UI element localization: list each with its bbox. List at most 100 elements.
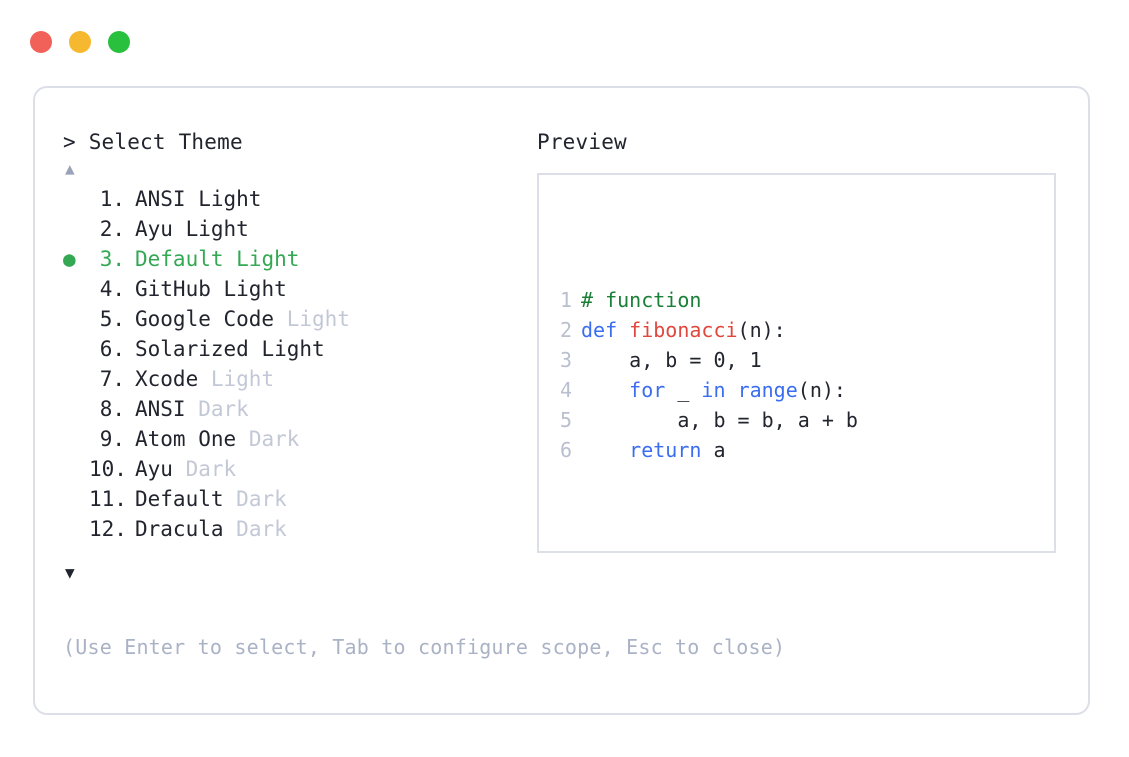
code-line-number: 4	[559, 378, 572, 402]
code-line: 4 for _ in range(n):	[550, 375, 1054, 405]
theme-item-variant: Light	[210, 367, 275, 391]
code-line: 5 a, b = b, a + b	[550, 405, 1054, 435]
selected-bullet-icon: ●	[63, 394, 89, 424]
selected-bullet-icon: ●	[63, 484, 89, 514]
code-line-number: 2	[559, 318, 572, 342]
scroll-up-icon[interactable]: ▲	[65, 159, 75, 178]
code-token	[581, 378, 629, 402]
theme-name-space	[224, 484, 237, 514]
theme-item-number: 10.	[89, 457, 127, 481]
theme-item-variant: Light	[185, 217, 249, 241]
theme-item-number: 11.	[89, 487, 127, 511]
selected-bullet-icon: ●	[63, 334, 89, 364]
minimize-button[interactable]	[69, 31, 91, 53]
code-token: def	[581, 318, 630, 342]
selected-bullet-icon: ●	[63, 214, 89, 244]
theme-item-name: Dracula	[135, 517, 224, 541]
code-line: 1# function	[550, 285, 1054, 315]
theme-list-item[interactable]: ●10.Ayu Dark	[63, 454, 533, 484]
theme-list-item[interactable]: ●3.Default Light	[63, 244, 533, 274]
theme-item-name: Default	[135, 487, 224, 511]
theme-list-item[interactable]: ●5.Google Code Light	[63, 304, 533, 334]
theme-item-name: Ayu	[135, 217, 173, 241]
theme-name-space	[274, 304, 287, 334]
theme-list-item[interactable]: ●8.ANSI Dark	[63, 394, 533, 424]
close-button[interactable]	[30, 31, 52, 53]
theme-item-variant: Light	[261, 337, 325, 361]
theme-item-name: ANSI	[135, 397, 186, 421]
code-token: (n):	[797, 378, 846, 402]
prompt-caret-icon: >	[63, 130, 76, 154]
prompt-header: > Select Theme	[63, 128, 533, 156]
code-line-number: 5	[559, 408, 572, 432]
code-token: 0	[713, 348, 726, 372]
theme-selector-column: > Select Theme ▲ ● 1. ANSI Light ● 2. Ayu Lig…	[63, 128, 533, 586]
code-line-number: 3	[559, 348, 572, 372]
page-title	[76, 130, 89, 154]
theme-item-variant: Dark	[248, 427, 300, 451]
selected-bullet-icon: ●	[63, 184, 89, 214]
preview-label: Preview	[537, 130, 627, 154]
window-controls	[30, 31, 130, 53]
code-token: ,	[725, 348, 750, 372]
keyboard-hint: (Use Enter to select, Tab to configure s…	[63, 635, 786, 659]
theme-item-variant: Dark	[236, 487, 287, 511]
theme-name-space	[198, 364, 211, 394]
theme-item-variant: Light	[223, 277, 287, 301]
code-token: a, b =	[581, 348, 714, 372]
theme-item-name: Atom One	[135, 427, 237, 451]
code-token	[726, 378, 738, 402]
scroll-down-icon[interactable]: ▼	[65, 563, 75, 582]
code-token: a	[701, 438, 726, 462]
theme-list-item[interactable]: ●11. Default Dark	[63, 484, 533, 514]
theme-item-variant: Dark	[236, 517, 287, 541]
theme-item-variant: Dark	[185, 457, 237, 481]
theme-name-space	[211, 274, 224, 304]
theme-name-space	[224, 244, 237, 274]
code-line: 2 def fibonacci(n):	[550, 315, 1054, 345]
theme-item-variant: Dark	[198, 397, 249, 421]
theme-list-item[interactable]: ●6.Solarized Light	[63, 334, 533, 364]
code-token: _	[665, 378, 702, 402]
code-line: 3 a, b = 0, 1	[550, 345, 1054, 375]
code-token	[581, 438, 629, 462]
code-token: range	[737, 378, 798, 402]
theme-item-number: 5.	[99, 307, 125, 331]
selected-bullet-icon: ●	[63, 514, 89, 544]
theme-item-number: 12.	[89, 517, 127, 541]
code-token: fibonacci	[629, 318, 738, 342]
selected-bullet-icon: ●	[63, 274, 89, 304]
theme-list: ●1.ANSI Light●2.Ayu Light●3.Default Ligh…	[63, 184, 533, 544]
theme-name-space	[249, 334, 262, 364]
theme-item-number: 4.	[99, 277, 125, 301]
theme-item-name: Google Code	[135, 307, 275, 331]
code-token: for	[629, 378, 666, 402]
selected-bullet-icon: ●	[63, 364, 89, 394]
theme-item-variant: Light	[236, 247, 300, 271]
theme-list-item[interactable]: ●9.Atom One Dark	[63, 424, 533, 454]
theme-item-number: 1.	[99, 187, 125, 211]
prompt-title: Select Theme	[88, 130, 243, 154]
theme-list-item[interactable]: ● 7. Xcode Light	[63, 364, 533, 394]
code-token: 1	[749, 348, 762, 372]
theme-item-name: Xcode	[135, 367, 199, 391]
maximize-button[interactable]	[108, 31, 130, 53]
code-line-number: 6	[559, 438, 572, 462]
theme-item-number: 7.	[99, 367, 125, 391]
selected-bullet-icon: ●	[63, 454, 89, 484]
theme-name-space	[186, 184, 199, 214]
theme-item-variant: Light	[198, 187, 262, 211]
code-token: in	[701, 378, 726, 402]
theme-list-item[interactable]: ● 2. Ayu Light	[63, 214, 533, 244]
theme-list-item[interactable]: ●4.GitHub Light	[63, 274, 533, 304]
theme-item-number: 9.	[99, 427, 125, 451]
theme-list-item[interactable]: ●1.ANSI Light	[63, 184, 533, 214]
code-token: (n):	[737, 318, 786, 342]
theme-item-number: 2.	[99, 217, 125, 241]
code-token: a, b = b, a + b	[581, 408, 858, 432]
theme-list-item[interactable]: ●12. Dracula Dark	[63, 514, 533, 544]
theme-item-name: Solarized	[135, 337, 249, 361]
